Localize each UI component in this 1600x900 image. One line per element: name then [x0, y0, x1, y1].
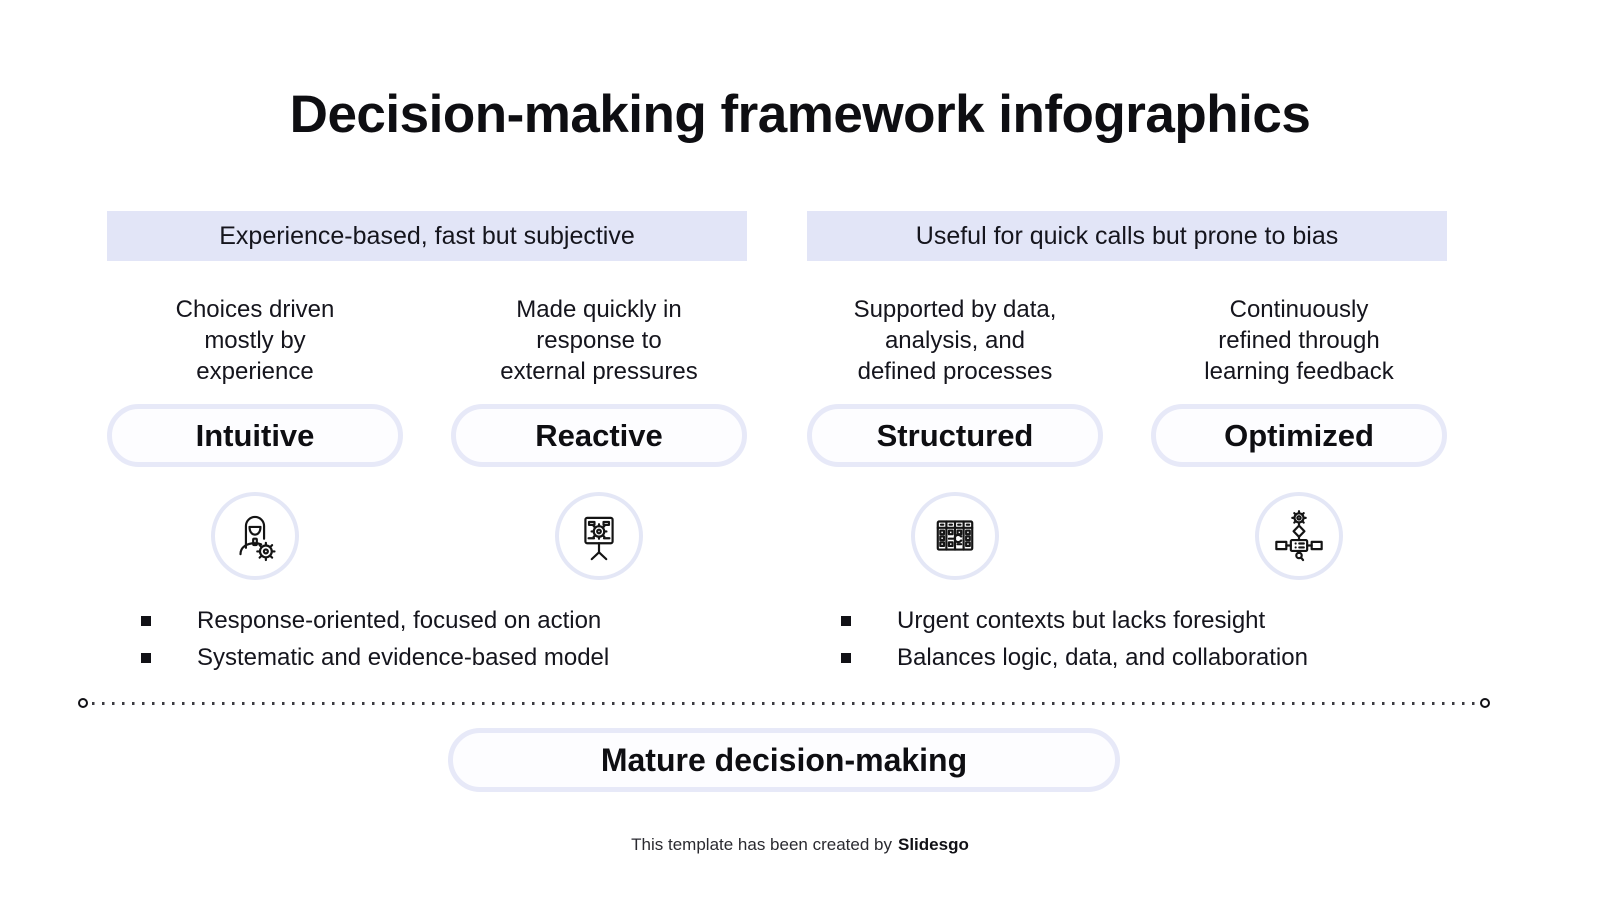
list-item: Urgent contexts but lacks foresight [841, 607, 1447, 635]
presentation-gear-icon [584, 516, 614, 561]
bullet-square-icon [841, 653, 851, 663]
label-pill: Optimized [1151, 404, 1447, 467]
label-pill: Intuitive [107, 404, 403, 467]
flowchart-gear-icon [1275, 510, 1323, 562]
bullet-square-icon [141, 616, 151, 626]
divider-endpoint-icon [78, 698, 88, 708]
list-item: Balances logic, data, and collaboration [841, 644, 1447, 672]
icon-badge [1255, 492, 1343, 580]
column-reactive: Made quickly in response to external pre… [451, 294, 747, 580]
icon-badge [555, 492, 643, 580]
footer-credit: This template has been created by Slides… [0, 835, 1600, 855]
list-item: Systematic and evidence-based model [141, 644, 747, 672]
dotted-line [92, 701, 1476, 705]
label-pill: Structured [807, 404, 1103, 467]
person-gear-icon [239, 515, 276, 562]
summary-pill: Mature decision-making [448, 728, 1120, 792]
column-description: Made quickly in response to external pre… [500, 296, 698, 386]
section-banner: Experience-based, fast but subjective [107, 211, 747, 261]
column-structured: Supported by data, analysis, and defined… [807, 294, 1103, 580]
section-intuitive-reactive: Experience-based, fast but subjective Ch… [107, 211, 747, 672]
icon-badge [911, 492, 999, 580]
list-item: Response-oriented, focused on action [141, 607, 747, 635]
footer-brand: Slidesgo [897, 835, 969, 854]
data-table-icon [936, 520, 974, 551]
footer-text: This template has been created by [631, 835, 892, 854]
bullet-list: Urgent contexts but lacks foresight Bala… [841, 607, 1447, 672]
section-structured-optimized: Useful for quick calls but prone to bias… [807, 211, 1447, 672]
column-description: Choices driven mostly by experience [175, 296, 335, 386]
bullet-square-icon [841, 616, 851, 626]
column-description: Continuously refined through learning fe… [1204, 296, 1394, 386]
column-intuitive: Choices driven mostly by experience Intu… [107, 294, 403, 580]
framework-sections: Experience-based, fast but subjective Ch… [107, 211, 1447, 672]
divider-endpoint-icon [1480, 698, 1490, 708]
column-description: Supported by data, analysis, and defined… [853, 296, 1057, 386]
dotted-timeline-divider [78, 697, 1490, 709]
bullet-list: Response-oriented, focused on action Sys… [141, 607, 747, 672]
page-title: Decision-making framework infographics [289, 85, 1311, 144]
section-banner: Useful for quick calls but prone to bias [807, 211, 1447, 261]
bullet-square-icon [141, 653, 151, 663]
icon-badge [211, 492, 299, 580]
label-pill: Reactive [451, 404, 747, 467]
column-optimized: Continuously refined through learning fe… [1151, 294, 1447, 580]
